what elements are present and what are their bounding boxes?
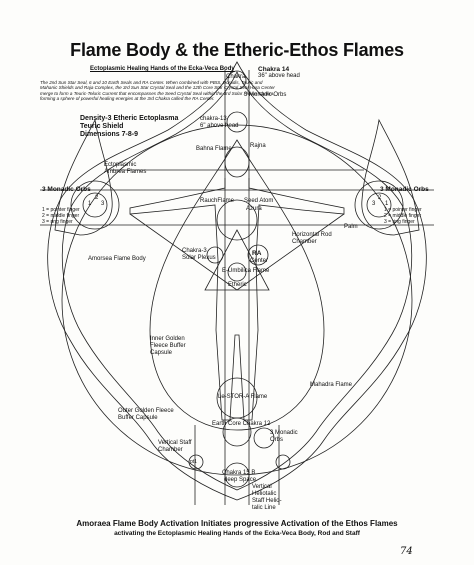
left-orb-circle (70, 180, 120, 230)
right-small-circle (275, 454, 291, 470)
label-pt1: pt1 (190, 459, 197, 465)
earth-core-circle (222, 417, 252, 447)
label-monadic-low: 3 Monadic Orbs (270, 430, 298, 443)
right-orb-number-1: 1 (385, 201, 389, 207)
label-seed-atom: Seed Atom (244, 198, 274, 204)
diag-right (236, 213, 345, 291)
right-orb-inner (366, 192, 392, 218)
label-bahna: Bahna Flame (196, 146, 232, 152)
label-e-umbilica: E-Umbilica Flame (222, 268, 270, 274)
right-orb-number-3: 3 (372, 201, 376, 207)
label-vertical-heliotalic: Vertical Heliotalic Staff Helio-talic Li… (252, 484, 282, 511)
left-finger-3: 3 = ring finger (42, 219, 73, 225)
page-title: Flame Body & the Etheric-Ethos Flames (70, 40, 404, 60)
label-above-head-36: 36" above head (258, 73, 300, 79)
head (224, 146, 250, 178)
lower-monadic-orb (253, 427, 275, 449)
left-finger-2: 2 = middle finger (42, 213, 80, 219)
solar-plexus-circle (206, 246, 224, 264)
page-number: 74 (400, 546, 413, 557)
left-finger-1: 1 = pointer finger (42, 207, 80, 213)
right-finger-2: 2 = middle finger (384, 213, 422, 219)
label-chakra14: Chakra 14 (258, 66, 290, 73)
label-palm: Palm (344, 224, 358, 230)
label-deep-space: deep Space (224, 477, 257, 483)
subtitle: Ectoplasmic Healing Hands of the Ecka-Ve… (90, 66, 235, 72)
label-etheric: Etheric (228, 282, 247, 288)
label-earth-core: Earth Core Chakra 12 (212, 421, 271, 427)
label-chakra13: chakra-13 (200, 116, 227, 122)
right-orb-number-2: 2 (378, 195, 382, 201)
pt1-circle (188, 454, 204, 470)
label-rajna: Rajna (250, 143, 266, 149)
label-chakra-top: Chakra (226, 74, 246, 80)
label-above-head-6: 6" above head (200, 123, 239, 129)
label-azura: Azura (246, 206, 262, 212)
label-chakra15: Chakra 15 B (222, 470, 256, 476)
inner-flame-outline (61, 71, 413, 491)
chakra13-circle (226, 111, 248, 133)
left-orb-number-3: 3 (101, 201, 105, 207)
diag-left (129, 213, 238, 291)
label-ra: RA (252, 250, 262, 257)
right-finger-1: 1 = pointer finger (384, 207, 422, 213)
left-orb-number-2: 2 (95, 195, 99, 201)
caption-line-1: Amoraea Flame Body Activation Initiates … (76, 519, 398, 528)
label-monadic-right: 3 Monadic Orbs (380, 186, 429, 193)
left-orb-number-1: 1 (88, 201, 92, 207)
right-finger-3: 3 = ring finger (384, 219, 415, 225)
chakra14-circle (227, 70, 247, 90)
chest-circle (216, 199, 258, 241)
teardrop-aura (149, 139, 325, 431)
main-circle (61, 124, 413, 476)
body-torso (129, 178, 345, 421)
label-amorsea: Amorsea Flame Body (88, 256, 146, 262)
label-mahadra: Mahadra Flame (310, 382, 353, 388)
label-horizontal-rod: Horizontal Rod Chamber (292, 232, 332, 245)
caption-line-2: activating the Ectoplasmic Healing Hands… (114, 530, 360, 537)
label-ra-center: Center (250, 258, 269, 264)
ra-center-circle (247, 244, 269, 266)
chakra15-circle (224, 462, 250, 488)
label-outer-golden: Outer Golden Fleece Buffer Capsule (118, 408, 174, 421)
density-line-3: Dimensions 7-8-9 (80, 131, 138, 138)
label-monadic-top: 3 Monadic Orbs (244, 92, 287, 98)
label-solar-plexus: Chakra-3 Solar Plexus (182, 248, 216, 261)
explanatory-note: The 2nd Sun Star Seal, 6 and 10 Earth Se… (40, 80, 275, 102)
density-line-2: Teuric Shield (80, 123, 124, 130)
left-orb-inner (82, 192, 108, 218)
density-line-1: Density-3 Etheric Ectoplasma (80, 115, 179, 122)
label-vertical-staff: Vertical Staff Chamber (158, 440, 192, 453)
label-le-stor-a: Le-STOR-A Flame (218, 394, 268, 400)
label-monadic-left: 3 Monadic Orbs (42, 186, 91, 193)
right-orb-circle (354, 180, 404, 230)
label-inner-golden: Inner Golden Fleece Buffer Capsule (150, 336, 186, 356)
label-rauch-flame: RauchFlame (200, 198, 235, 204)
outer-flame-outline (47, 61, 427, 501)
umbilica-circle (227, 262, 247, 282)
label-ectoplasmic-ambrea: Ectoplasmic Ambrea Flames (104, 162, 147, 175)
